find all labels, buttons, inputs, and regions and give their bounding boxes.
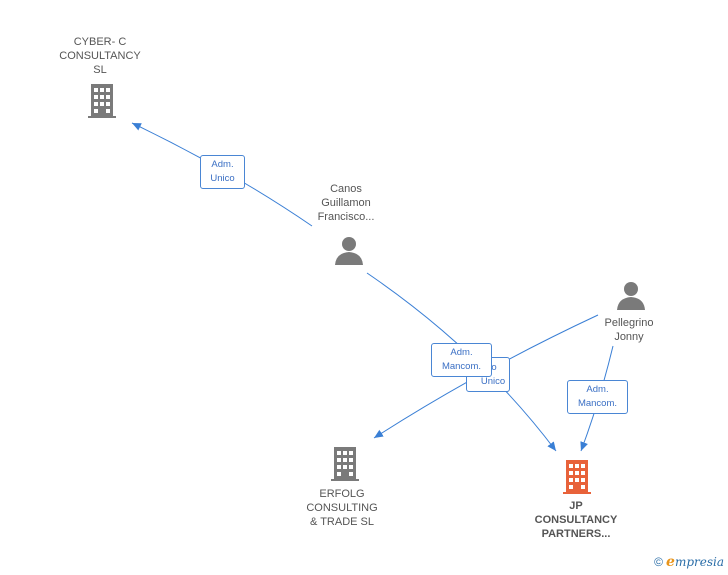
node-label-jp-consultancy[interactable]: JP CONSULTANCY PARTNERS... <box>534 500 618 540</box>
person-icon[interactable] <box>616 281 646 311</box>
edge-label-adm-mancom[interactable]: Adm. Mancom. <box>567 380 628 414</box>
empresia-logo: ©empresia <box>654 554 724 570</box>
building-icon[interactable] <box>561 460 593 494</box>
brand-name: empresia <box>666 554 724 570</box>
node-label-cyber-c-consultancy[interactable]: CYBER- C CONSULTANCY SL <box>59 36 141 76</box>
building-icon[interactable] <box>329 447 361 481</box>
node-label-pellegrino-jonny[interactable]: Pellegrino Jonny <box>604 317 654 343</box>
edge-label-adm-unico[interactable]: Adm. Unico <box>200 155 245 189</box>
node-label-canos-guillamon[interactable]: Canos Guillamon Francisco... <box>317 183 375 223</box>
node-label-erfolg-consulting[interactable]: ERFOLG CONSULTING & TRADE SL <box>306 488 378 528</box>
copyright-symbol: © <box>654 555 664 569</box>
edge-label-adm-mancom[interactable]: Adm. Mancom. <box>431 343 492 377</box>
building-icon[interactable] <box>86 84 118 118</box>
person-icon[interactable] <box>334 236 364 266</box>
